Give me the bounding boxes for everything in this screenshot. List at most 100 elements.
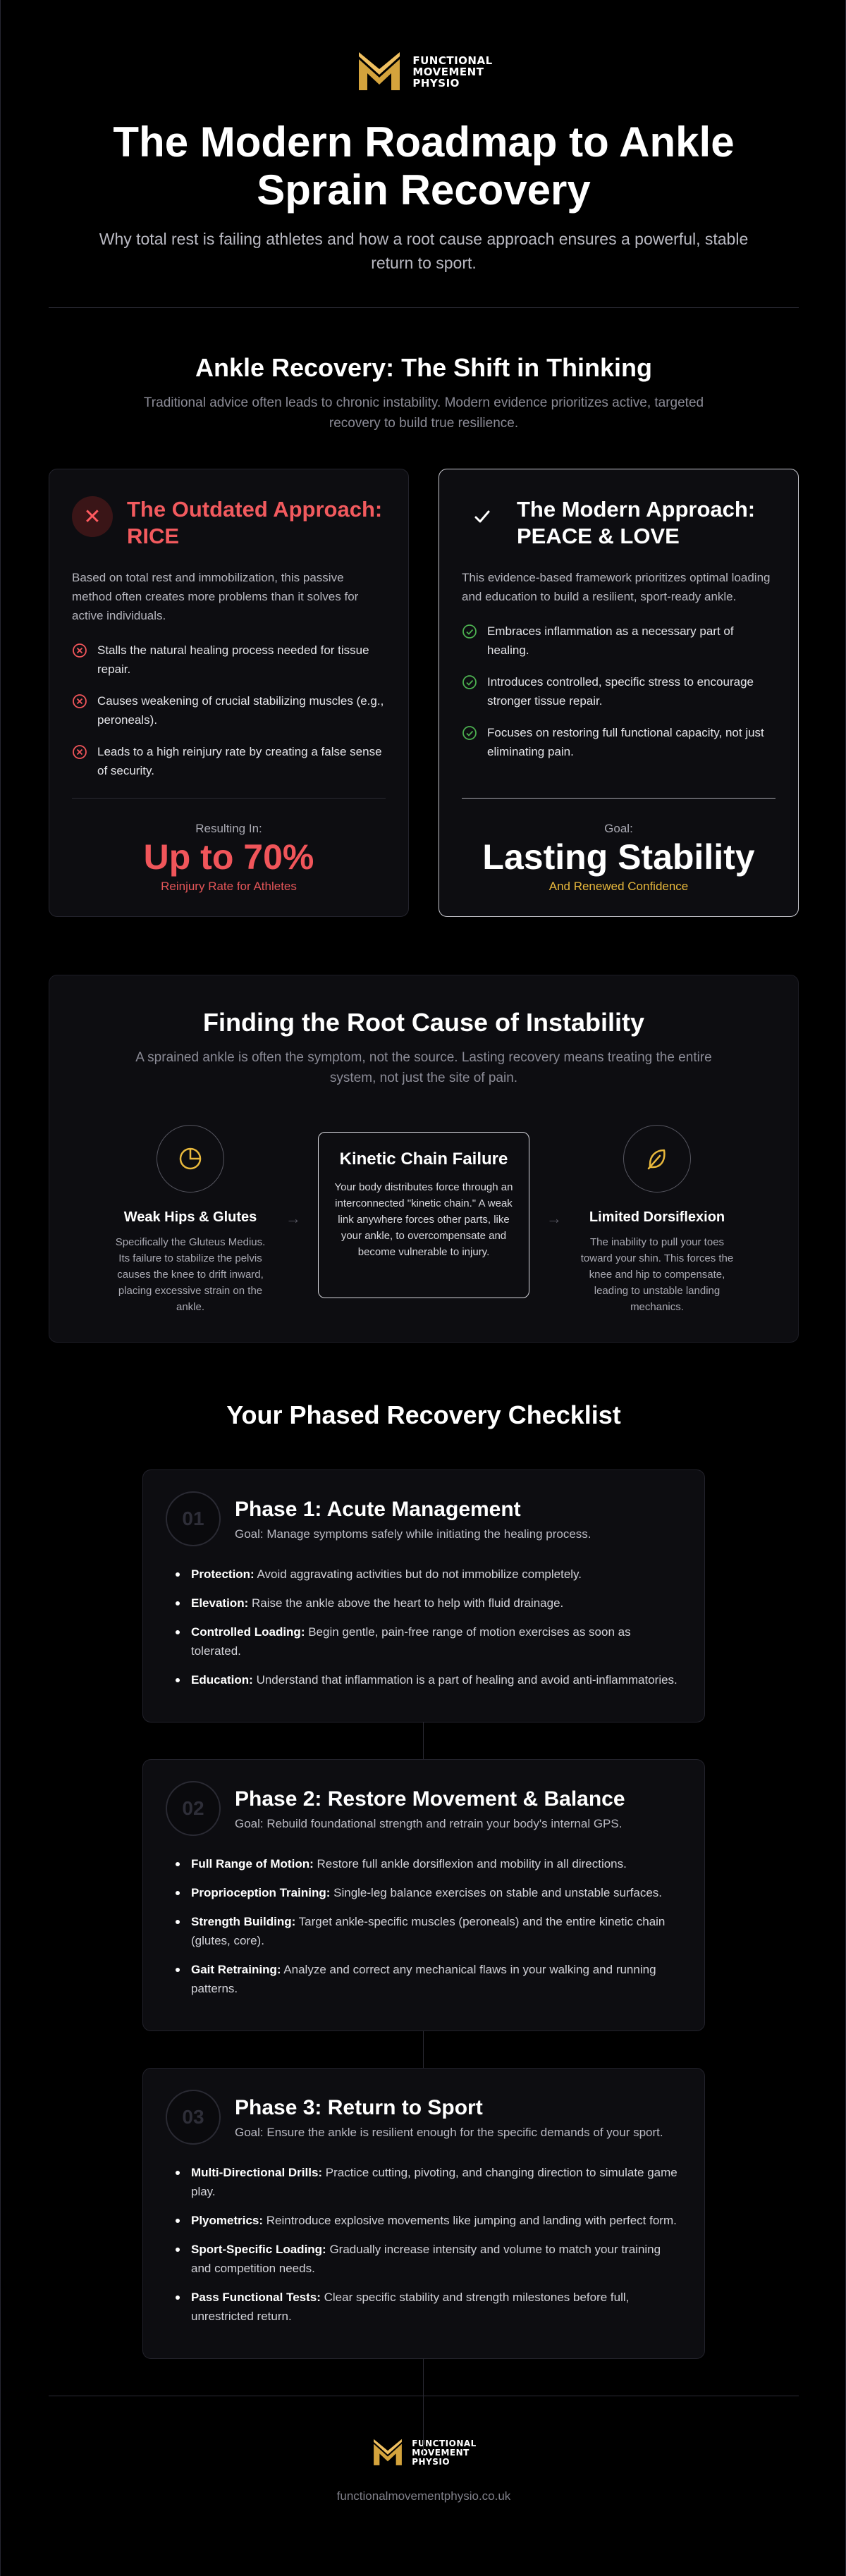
item-text: Clear specific stability and strength mi… bbox=[191, 2291, 630, 2323]
modern-title-line-1: The Modern Approach: bbox=[517, 497, 756, 522]
item-label: Gait Retraining: bbox=[191, 1963, 281, 1976]
pie-chart-icon bbox=[157, 1125, 224, 1193]
item-text: Analyze and correct any mechanical flaws… bbox=[191, 1963, 656, 1995]
kinetic-chain-title: Kinetic Chain Failure bbox=[339, 1150, 508, 1169]
list-item: Stalls the natural healing process neede… bbox=[72, 641, 386, 679]
root-cause-row: Weak Hips & Glutes Specifically the Glut… bbox=[49, 1125, 798, 1315]
item-text: Single-leg balance exercises on stable a… bbox=[330, 1886, 663, 1899]
phase-list: Full Range of Motion: Restore full ankle… bbox=[166, 1854, 682, 1998]
item-text: Understand that inflammation is a part o… bbox=[252, 1673, 678, 1687]
phase-header: 03 Phase 3: Return to Sport Goal: Ensure… bbox=[166, 2090, 682, 2145]
modern-card-title: The Modern Approach: PEACE & LOVE bbox=[517, 496, 755, 550]
item-label: Education: bbox=[191, 1673, 253, 1687]
kinetic-chain-description: Your body distributes force through an i… bbox=[334, 1181, 513, 1258]
phase-title: Phase 3: Return to Sport bbox=[235, 2096, 483, 2119]
check-circle-icon bbox=[462, 624, 477, 639]
arrow-right-icon: → bbox=[286, 1209, 301, 1227]
item-label: Sport-Specific Loading: bbox=[191, 2243, 326, 2256]
list-item: Focuses on restoring full functional cap… bbox=[462, 723, 776, 761]
x-circle-icon bbox=[73, 694, 87, 708]
dorsiflexion-column: Limited Dorsiflexion The inability to pu… bbox=[579, 1125, 735, 1315]
list-item-text: Embraces inflammation as a necessary par… bbox=[487, 624, 734, 657]
list-item-text: Introduces controlled, specific stress t… bbox=[487, 675, 754, 708]
list-item-text: Causes weakening of crucial stabilizing … bbox=[97, 694, 384, 727]
list-item: Embraces inflammation as a necessary par… bbox=[462, 622, 776, 660]
footer-url-link[interactable]: functionalmovementphysio.co.uk bbox=[336, 2489, 511, 2503]
phase-card-1: 01 Phase 1: Acute Management Goal: Manag… bbox=[142, 1469, 705, 1723]
item-label: Full Range of Motion: bbox=[191, 1857, 314, 1871]
modern-result: Goal: Lasting Stability And Renewed Conf… bbox=[439, 822, 798, 894]
phase-number: 01 bbox=[166, 1491, 221, 1546]
brand-line-1: FUNCTIONAL bbox=[412, 54, 493, 67]
brand-line-2: MOVEMENT bbox=[412, 66, 484, 78]
item-label: Strength Building: bbox=[191, 1915, 296, 1928]
x-circle-icon bbox=[73, 643, 87, 658]
item-label: Protection: bbox=[191, 1567, 255, 1581]
checklist-title: Your Phased Recovery Checklist bbox=[226, 1400, 621, 1429]
phase-card-3: 03 Phase 3: Return to Sport Goal: Ensure… bbox=[142, 2068, 705, 2359]
phase-list: Multi-Directional Drills: Practice cutti… bbox=[166, 2163, 682, 2326]
list-item: Gait Retraining: Analyze and correct any… bbox=[176, 1960, 682, 1998]
kinetic-chain-box: Kinetic Chain Failure Your body distribu… bbox=[318, 1132, 529, 1298]
modern-card-description: This evidence-based framework prioritize… bbox=[462, 571, 771, 603]
phase-title: Phase 2: Restore Movement & Balance bbox=[235, 1787, 625, 1811]
list-item: Introduces controlled, specific stress t… bbox=[462, 672, 776, 710]
modern-card-header: The Modern Approach: PEACE & LOVE bbox=[462, 496, 776, 550]
list-item: Controlled Loading: Begin gentle, pain-f… bbox=[176, 1622, 682, 1660]
brand-line-3: PHYSIO bbox=[412, 77, 460, 90]
item-label: Multi-Directional Drills: bbox=[191, 2166, 323, 2179]
weak-hips-title: Weak Hips & Glutes bbox=[123, 1209, 257, 1225]
check-icon bbox=[462, 496, 503, 537]
item-label: Controlled Loading: bbox=[191, 1625, 305, 1639]
modern-title-line-2: PEACE & LOVE bbox=[517, 524, 680, 548]
hero-title: The Modern Roadmap to Ankle Sprain Recov… bbox=[113, 118, 735, 214]
list-item-text: Stalls the natural healing process neede… bbox=[97, 643, 369, 676]
phase-timeline: 01 Phase 1: Acute Management Goal: Manag… bbox=[49, 1469, 799, 2456]
list-item: Pass Functional Tests: Clear specific st… bbox=[176, 2288, 682, 2326]
logo-mark-icon bbox=[371, 2437, 405, 2468]
footer-logo[interactable]: FUNCTIONAL MOVEMENT PHYSIO bbox=[49, 2437, 799, 2468]
list-item: Multi-Directional Drills: Practice cutti… bbox=[176, 2163, 682, 2201]
result-value: Up to 70% bbox=[143, 837, 314, 877]
list-item: Elevation: Raise the ankle above the hea… bbox=[176, 1594, 682, 1613]
brand-logo[interactable]: FUNCTIONAL MOVEMENT PHYSIO bbox=[49, 0, 799, 94]
check-circle-icon bbox=[462, 675, 477, 689]
phase-goal: Goal: Ensure the ankle is resilient enou… bbox=[235, 2126, 663, 2139]
logo-mark-icon bbox=[355, 49, 404, 94]
modern-card-list: Embraces inflammation as a necessary par… bbox=[462, 622, 776, 761]
item-text: Reintroduce explosive movements like jum… bbox=[263, 2214, 677, 2227]
result-note: And Renewed Confidence bbox=[548, 880, 689, 893]
modern-card-divider bbox=[462, 798, 776, 799]
phase-title: Phase 1: Acute Management bbox=[235, 1498, 521, 1521]
item-text: Raise the ankle above the heart to help … bbox=[248, 1596, 564, 1610]
outdated-title-line-1: The Outdated Approach: bbox=[127, 497, 383, 522]
root-cause-title: Finding the Root Cause of Instability bbox=[203, 1008, 644, 1037]
list-item-text: Leads to a high reinjury rate by creatin… bbox=[97, 745, 382, 777]
hero-subtitle: Why total rest is failing athletes and h… bbox=[99, 230, 749, 272]
outdated-card-title: The Outdated Approach: RICE bbox=[127, 496, 382, 550]
outdated-card-divider bbox=[72, 798, 386, 799]
phase-list: Protection: Avoid aggravating activities… bbox=[166, 1565, 682, 1689]
list-item: Education: Understand that inflammation … bbox=[176, 1670, 682, 1689]
list-item: Leads to a high reinjury rate by creatin… bbox=[72, 742, 386, 780]
phase-number: 03 bbox=[166, 2090, 221, 2145]
page: FUNCTIONAL MOVEMENT PHYSIO The Modern Ro… bbox=[1, 0, 846, 2503]
result-value: Lasting Stability bbox=[482, 837, 755, 877]
outdated-result: Resulting In: Up to 70% Reinjury Rate fo… bbox=[49, 822, 408, 894]
root-cause-section: Finding the Root Cause of Instability A … bbox=[49, 975, 799, 1343]
outdated-card-header: ✕ The Outdated Approach: RICE bbox=[72, 496, 386, 550]
phase-number: 02 bbox=[166, 1781, 221, 1836]
outdated-card-list: Stalls the natural healing process neede… bbox=[72, 641, 386, 780]
item-text: Avoid aggravating activities but do not … bbox=[254, 1567, 582, 1581]
list-item: Strength Building: Target ankle-specific… bbox=[176, 1912, 682, 1950]
item-label: Proprioception Training: bbox=[191, 1886, 331, 1899]
list-item: Proprioception Training: Single-leg bala… bbox=[176, 1883, 682, 1902]
item-text: Restore full ankle dorsiflexion and mobi… bbox=[313, 1857, 627, 1871]
comparison-cards: ✕ The Outdated Approach: RICE Based on t… bbox=[49, 469, 799, 917]
brand-line-3: PHYSIO bbox=[412, 2456, 450, 2467]
list-item: Protection: Avoid aggravating activities… bbox=[176, 1565, 682, 1584]
item-label: Pass Functional Tests: bbox=[191, 2291, 321, 2304]
outdated-approach-card: ✕ The Outdated Approach: RICE Based on t… bbox=[49, 469, 409, 917]
result-label: Resulting In: bbox=[195, 822, 262, 835]
shift-subtitle: Traditional advice often leads to chroni… bbox=[143, 395, 704, 431]
